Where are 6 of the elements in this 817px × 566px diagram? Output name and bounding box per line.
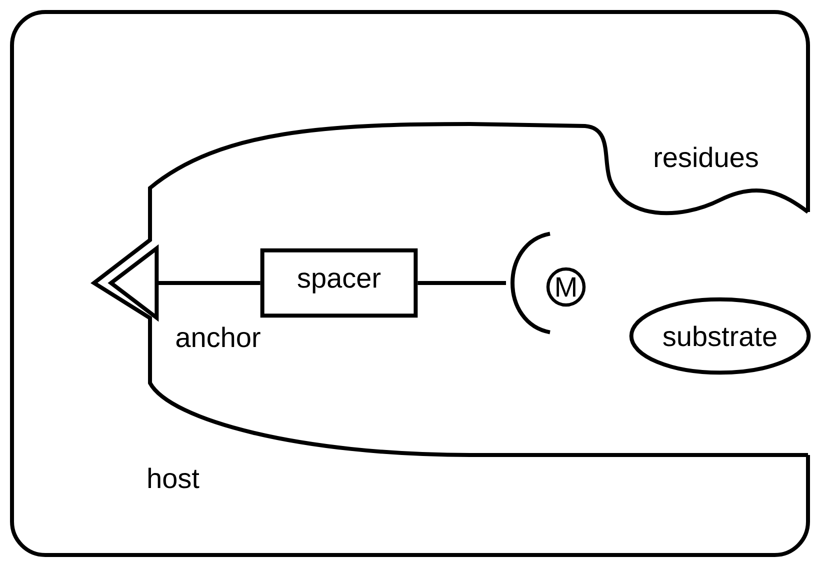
connector-line <box>418 281 506 285</box>
node-label: anchor <box>176 326 260 348</box>
binding-arc <box>510 232 551 334</box>
connector-line <box>156 281 260 285</box>
spacer-box: spacer <box>260 248 418 318</box>
part-label: residues <box>654 146 758 168</box>
